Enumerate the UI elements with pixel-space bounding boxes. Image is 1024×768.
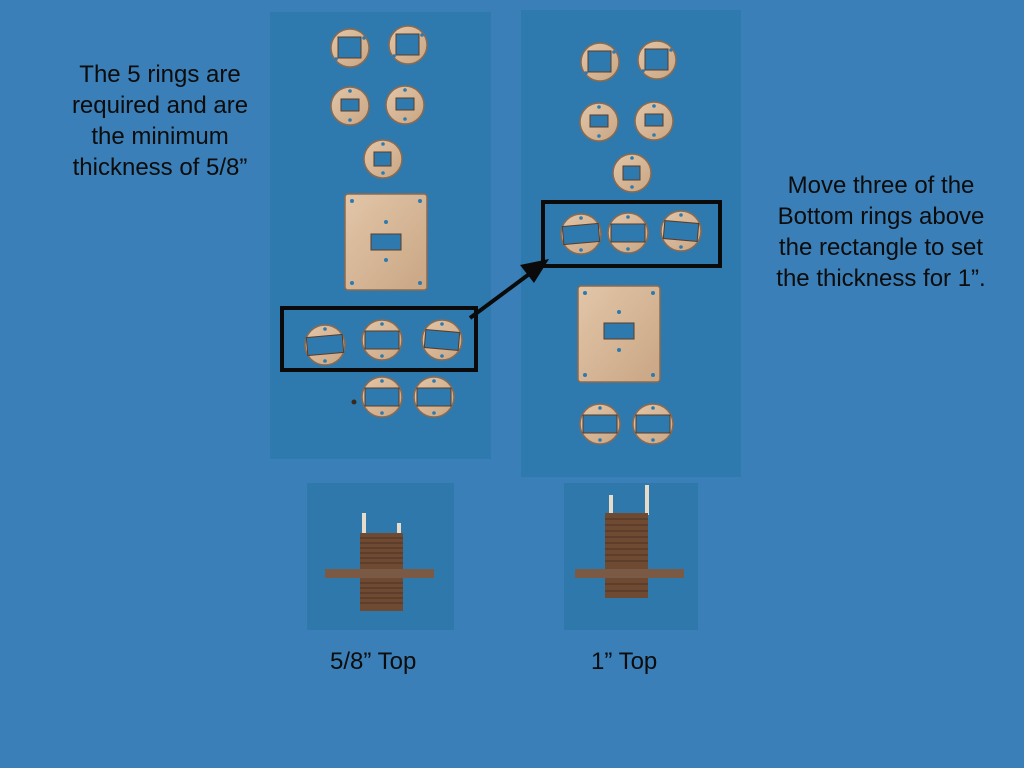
stack-assembly-a xyxy=(325,513,434,611)
photo-one-inch-assembled xyxy=(564,483,698,630)
parts-layout-b xyxy=(560,40,702,445)
arrow-icon xyxy=(468,259,549,320)
ring xyxy=(579,403,621,445)
highlight-box-moved-rings xyxy=(541,200,722,268)
ring xyxy=(330,86,370,126)
ring xyxy=(421,319,463,361)
square-plate xyxy=(577,285,661,383)
photo-one-inch-layout xyxy=(521,10,741,477)
photo-five-eighths-assembled xyxy=(307,483,454,630)
caption-line: the thickness for 1”. xyxy=(776,265,986,292)
square-plate xyxy=(344,193,428,291)
ring xyxy=(612,153,652,193)
ring xyxy=(632,403,674,445)
caption-line: the rectangle to set xyxy=(778,234,984,261)
debris xyxy=(351,399,357,405)
ring xyxy=(413,376,455,418)
parts-layout-a xyxy=(304,25,463,418)
ring xyxy=(363,139,403,179)
label-one-inch-top: 1” Top xyxy=(591,648,658,675)
ring xyxy=(304,324,346,366)
caption-line: Bottom rings above xyxy=(777,203,985,230)
caption-line: The 5 rings are xyxy=(79,61,241,88)
caption-move-rings: Move three of the Bottom rings above the… xyxy=(748,170,1014,294)
caption-minimum-thickness: The 5 rings are required and are the min… xyxy=(40,59,280,183)
ring xyxy=(560,213,602,255)
ring xyxy=(579,102,619,142)
ring xyxy=(385,85,425,125)
caption-line: Move three of the xyxy=(787,172,975,199)
stack-assembly-b xyxy=(575,485,684,598)
highlight-box-bottom-rings xyxy=(280,306,478,372)
ring xyxy=(361,319,403,361)
photo-five-eighths-layout xyxy=(270,12,491,459)
label-five-eighths-top: 5/8” Top xyxy=(330,648,417,675)
ring xyxy=(634,101,674,141)
ring xyxy=(660,210,702,252)
caption-line: required and are xyxy=(71,92,249,119)
caption-line: the minimum xyxy=(91,123,229,150)
ring xyxy=(637,40,677,80)
ring xyxy=(361,376,403,418)
caption-line: thickness of 5/8” xyxy=(72,154,248,181)
ring xyxy=(607,212,649,254)
ring xyxy=(330,28,370,68)
ring xyxy=(388,25,428,65)
ring xyxy=(580,42,620,82)
